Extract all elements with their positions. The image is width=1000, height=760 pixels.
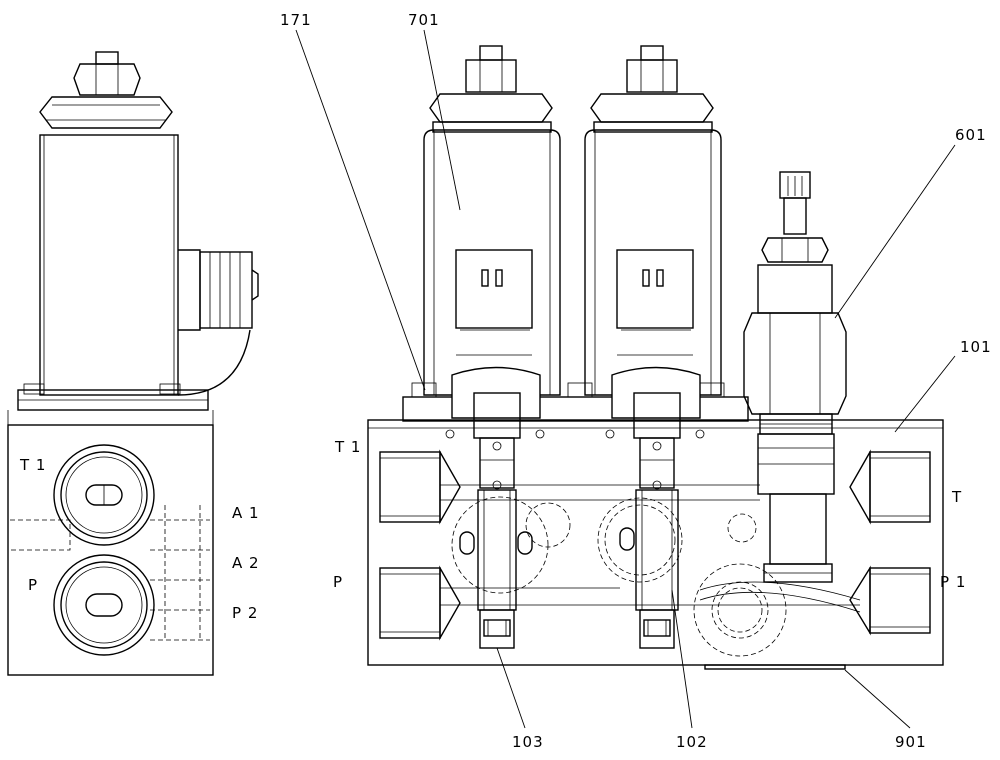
leader-901 xyxy=(844,669,911,729)
port-t-bore xyxy=(849,449,931,525)
callout-103: 103 xyxy=(512,733,544,751)
callouts: 171 701 601 101 103 102 901 xyxy=(280,11,992,751)
side-solenoid-coil xyxy=(39,134,259,396)
front-port-p-label: P xyxy=(333,573,343,591)
leader-171 xyxy=(295,29,426,391)
front-view: T 1 P T P 1 xyxy=(333,45,966,670)
leader-102 xyxy=(671,589,693,729)
spool-valve-103 xyxy=(445,366,545,649)
front-port-p1-label: P 1 xyxy=(940,573,966,591)
callout-101: 101 xyxy=(960,338,992,356)
port-p1-bore xyxy=(849,565,931,636)
leader-101 xyxy=(894,355,956,433)
solenoid-valve-1 xyxy=(423,45,561,396)
front-port-t-label: T xyxy=(951,488,962,506)
callout-901: 901 xyxy=(895,733,927,751)
side-solenoid-nut xyxy=(39,51,173,129)
side-port-a2-label: A 2 xyxy=(232,554,260,572)
leader-601 xyxy=(834,144,956,319)
callout-701: 701 xyxy=(408,11,440,29)
side-flange xyxy=(17,383,209,411)
side-view: T 1 A 1 A 2 P P 2 xyxy=(7,51,260,676)
leader-701 xyxy=(423,29,461,211)
main-body-block xyxy=(367,419,944,670)
callout-171: 171 xyxy=(280,11,312,29)
leader-103 xyxy=(496,647,526,729)
callout-102: 102 xyxy=(676,733,708,751)
callout-601: 601 xyxy=(955,126,987,144)
port-p-bore xyxy=(379,565,461,641)
relief-valve-601 xyxy=(743,171,847,583)
spool-valve-102 xyxy=(605,366,705,649)
solenoid-valve-2 xyxy=(584,45,722,396)
side-port-a1-label: A 1 xyxy=(232,504,260,522)
side-port-p-label: P xyxy=(28,576,38,594)
side-port-t1-label: T 1 xyxy=(19,456,46,474)
side-body-block xyxy=(7,410,214,676)
side-port-p2-label: P 2 xyxy=(232,604,258,622)
front-port-t1-label: T 1 xyxy=(334,438,361,456)
port-t1-bore xyxy=(379,449,461,525)
